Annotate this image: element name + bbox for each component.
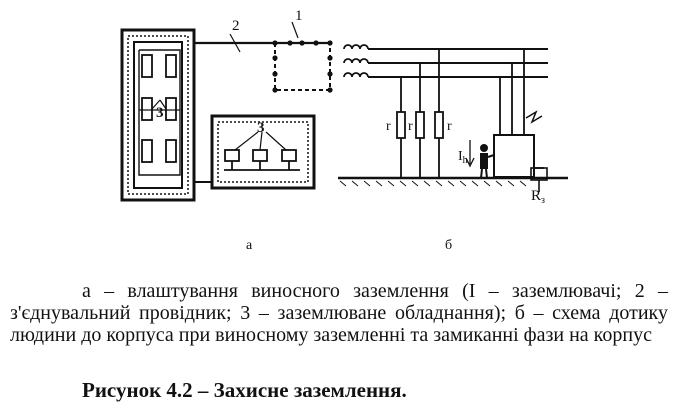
diagram-a: 2 1 3 3: [120, 8, 333, 202]
label-3-right: 3: [257, 120, 265, 136]
figure-title: Рисунок 4.2 – Захисне заземлення.: [82, 378, 407, 402]
r-label-1: r: [386, 119, 391, 134]
label-2-leader: [229, 33, 241, 53]
label-1: 1: [295, 8, 303, 24]
figure-area: 2 1 3 3 r r r: [120, 8, 568, 253]
equipment-casing: [493, 134, 535, 178]
caption-text: а – влаштування виносного заземлення (І …: [10, 280, 668, 346]
left-room-outer-wall: [120, 28, 196, 202]
left-equipment-group: [138, 49, 181, 176]
right-equipment-group: [224, 131, 300, 171]
ih-arrowhead: [465, 157, 475, 168]
fault-spark-icon: [525, 110, 543, 124]
ground-hatch: [339, 180, 527, 187]
rz-label: Rз: [531, 188, 545, 206]
transformer-coils: [343, 44, 369, 78]
right-room-outer-wall: [210, 114, 316, 190]
label-3-left: 3: [156, 105, 164, 121]
right-room-hatch: [217, 121, 309, 183]
ih-label: Ih: [458, 149, 468, 166]
left-room-hatch: [127, 35, 189, 195]
panel-b-label: б: [445, 238, 453, 253]
r-label-3: r: [447, 119, 452, 134]
person-icon: [480, 144, 495, 179]
figure-caption: а – влаштування виносного заземлення (І …: [10, 280, 668, 346]
grounding-diagram: 2 1 3 3 r r r: [120, 8, 568, 206]
r-label-2: r: [408, 119, 413, 134]
diagram-b: r r r Ih Rз: [338, 44, 568, 206]
insulation-resistances: [396, 49, 444, 178]
label-2: 2: [232, 18, 240, 34]
ground-electrodes-1: [272, 21, 333, 93]
panel-a-label: а: [246, 238, 253, 253]
left-room-inner-wall: [133, 41, 183, 189]
